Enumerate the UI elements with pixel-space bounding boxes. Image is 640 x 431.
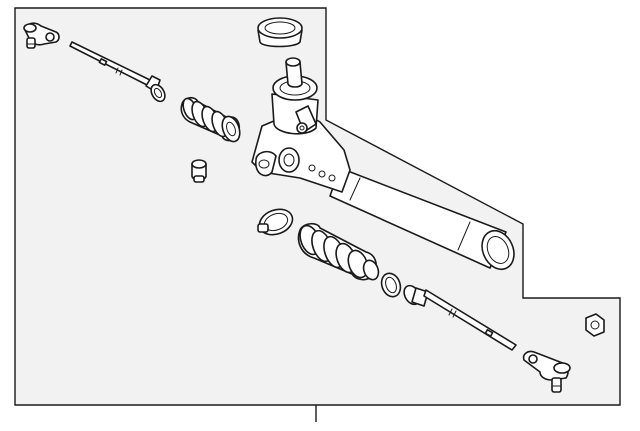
inner-tie-rod-right-icon xyxy=(403,284,517,351)
boot-clamp-icon xyxy=(257,208,294,236)
bushing-icon xyxy=(191,159,207,183)
outer-tie-rod-end-right-icon xyxy=(522,350,571,393)
steering-rack-housing-icon xyxy=(251,57,515,271)
small-clamp-icon xyxy=(380,272,402,298)
dust-cover-icon xyxy=(257,17,303,48)
jam-nut-icon xyxy=(585,313,605,337)
outer-tie-rod-end-left-icon xyxy=(23,22,60,49)
boot-right-icon xyxy=(297,222,380,281)
inner-tie-rod-left-icon xyxy=(69,41,166,103)
boot-left-icon xyxy=(180,96,241,143)
diagram-panel xyxy=(14,7,621,406)
